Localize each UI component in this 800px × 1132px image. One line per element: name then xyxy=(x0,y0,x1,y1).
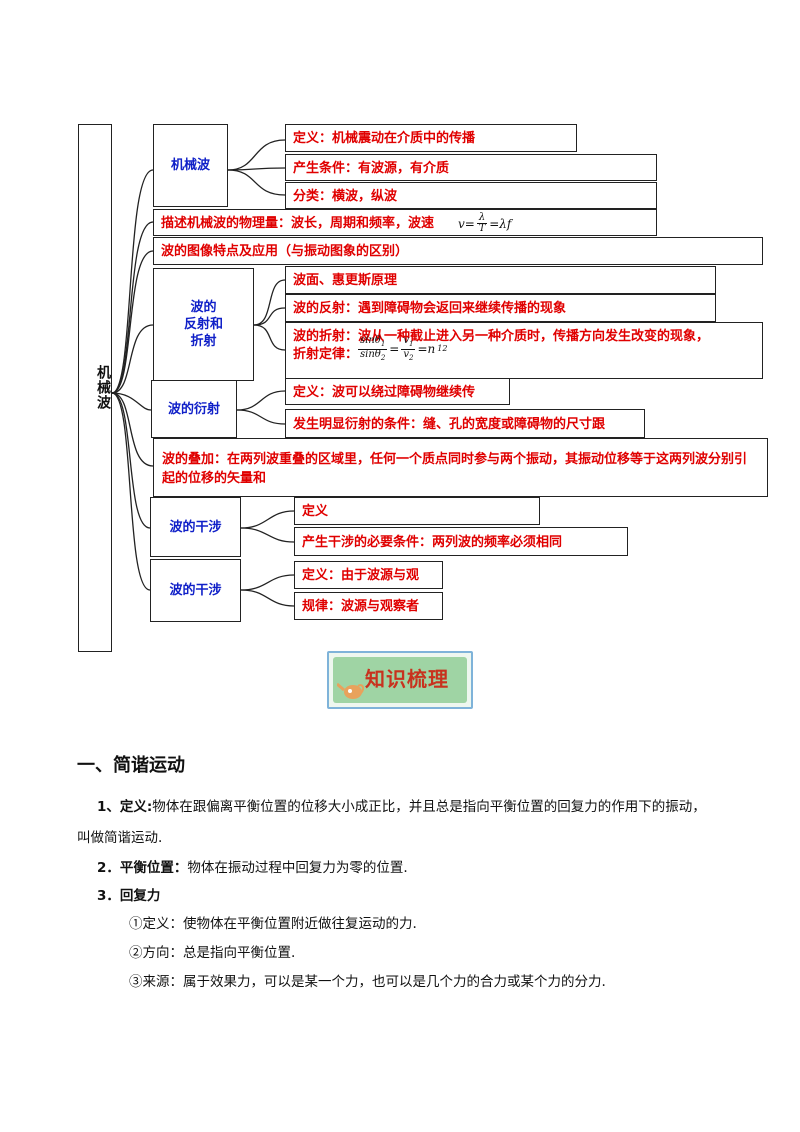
category-doppler: 波的干涉 xyxy=(150,559,241,622)
paragraph-restoring-force: 3．回复力 xyxy=(97,888,161,904)
category-mechanical-wave: 机械波 xyxy=(153,124,228,207)
list-item: ①定义：使物体在平衡位置附近做往复运动的力. xyxy=(129,916,417,932)
leaf-doppler-definition: 定义：由于波源与观 xyxy=(294,561,443,589)
list-item: ③来源：属于效果力，可以是某一个力，也可以是几个力的合力或某个力的分力. xyxy=(129,974,606,990)
category-interference: 波的干涉 xyxy=(150,497,241,557)
leaf-conditions: 产生条件：有波源，有介质 xyxy=(285,154,657,181)
paragraph-equilibrium: 2．平衡位置：物体在振动过程中回复力为零的位置. xyxy=(97,860,408,876)
leaf-refraction: 波的折射：波从一种截止进入另一种介质时，传播方向发生改变的现象， 折射定律： s… xyxy=(285,322,763,379)
section-title: 一、简谐运动 xyxy=(77,755,185,776)
root-label: 机械波 xyxy=(95,365,111,410)
leaf-doppler-rule: 规律：波源与观察者 xyxy=(294,592,443,620)
badge-text: 知识梳理 xyxy=(365,667,449,691)
category-diffraction: 波的衍射 xyxy=(151,380,237,438)
leaf-reflection: 波的反射：遇到障碍物会返回来继续传播的现象 xyxy=(285,294,716,322)
category-reflection-refraction: 波的 反射和 折射 xyxy=(153,268,254,381)
leaf-interference-condition: 产生干涉的必要条件：两列波的频率必须相同 xyxy=(294,527,628,556)
leaf-definition: 定义：机械震动在介质中的传播 xyxy=(285,124,577,152)
paragraph-definition: 1、定义:物体在跟偏离平衡位置的位移大小成正比，并且总是指向平衡位置的回复力的作… xyxy=(97,799,706,815)
leaf-huygens: 波面、惠更斯原理 xyxy=(285,266,716,294)
leaf-interference-definition: 定义 xyxy=(294,497,540,525)
category-label: 波的衍射 xyxy=(167,401,220,417)
leaf-wave-image: 波的图像特点及应用（与振动图象的区别） xyxy=(153,237,763,265)
category-label: 机械波 xyxy=(170,158,210,173)
leaf-classification: 分类：横波，纵波 xyxy=(285,182,657,209)
paragraph-definition-cont: 叫做简谐运动. xyxy=(77,830,163,846)
category-label: 波的 反射和 折射 xyxy=(183,300,223,349)
category-label: 波的干涉 xyxy=(169,583,222,598)
mindmap-root: 机械波 xyxy=(78,124,112,652)
category-label: 波的干涉 xyxy=(169,519,222,535)
leaf-superposition: 波的叠加：在两列波重叠的区域里，任何一个质点同时参与两个振动，其振动位移等于这两… xyxy=(153,438,768,497)
list-item: ②方向：总是指向平衡位置. xyxy=(129,945,296,961)
leaf-diffraction-condition: 发生明显衍射的条件：缝、孔的宽度或障碍物的尺寸跟 xyxy=(285,409,645,438)
knowledge-summary-badge: 知识梳理 xyxy=(327,651,473,709)
paragraph-label: 2．平衡位置： xyxy=(97,860,188,876)
watering-can-icon xyxy=(337,682,365,699)
leaf-diffraction-definition: 定义：波可以绕过障碍物继续传 xyxy=(285,378,510,405)
paragraph-label: 1、定义: xyxy=(97,799,153,815)
